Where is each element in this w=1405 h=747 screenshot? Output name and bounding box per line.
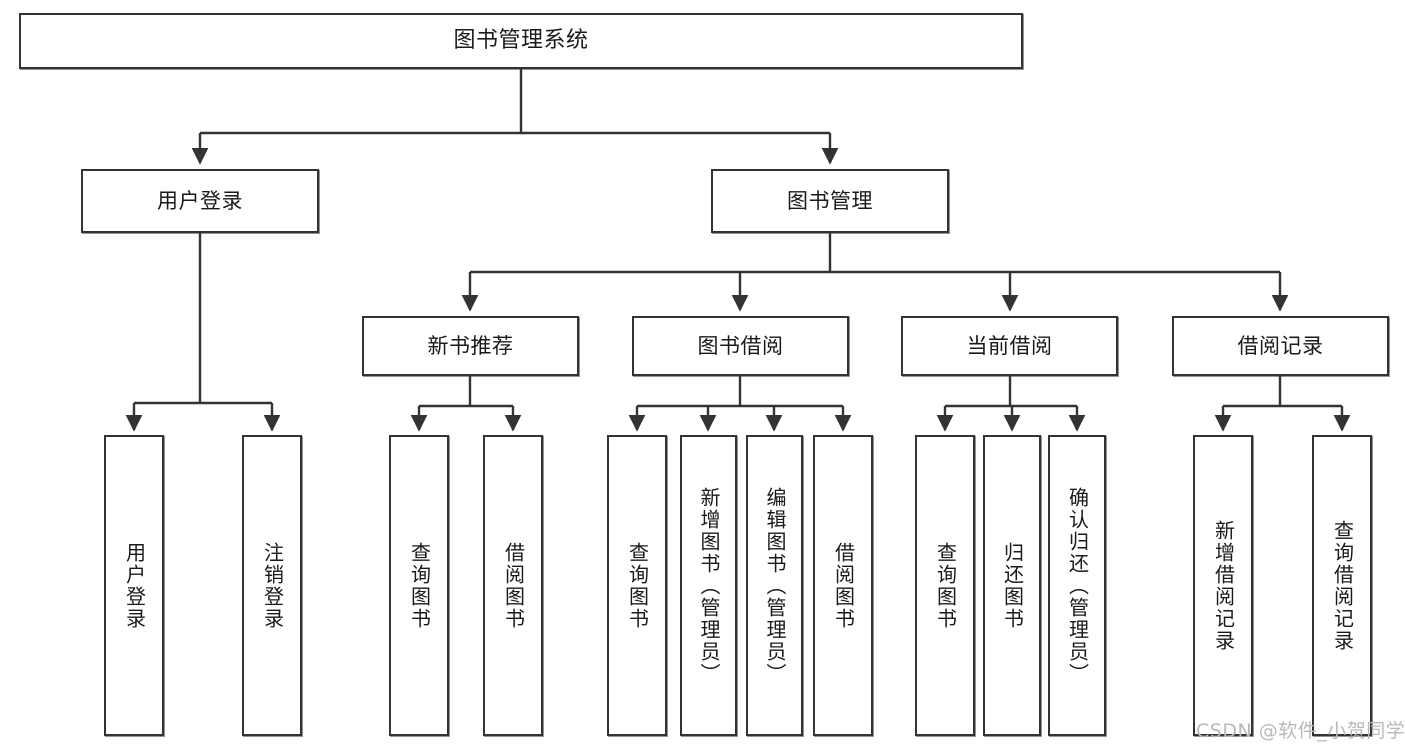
node-user-login[interactable]: 用户登录 <box>81 169 319 233</box>
node-current-borrow[interactable]: 当前借阅 <box>901 316 1118 376</box>
node-leaf-return-book-label: 归还图书 <box>1000 541 1025 630</box>
node-leaf-query-book-2[interactable]: 查询图书 <box>607 435 667 736</box>
node-leaf-query-book-1[interactable]: 查询图书 <box>389 435 449 736</box>
node-leaf-user-login-label: 用户登录 <box>122 541 147 630</box>
node-leaf-return-book[interactable]: 归还图书 <box>983 435 1041 736</box>
node-borrow-record-label: 借阅记录 <box>1237 333 1324 358</box>
node-leaf-logout-label: 注销登录 <box>260 541 285 630</box>
node-book-manage-label: 图书管理 <box>787 188 873 213</box>
csdn-watermark: CSDN @软件_小贺同学 <box>1196 720 1405 742</box>
node-leaf-query-book-1-label: 查询图书 <box>407 541 432 630</box>
node-leaf-add-record-label: 新增借阅记录 <box>1211 519 1236 652</box>
node-leaf-edit-book[interactable]: 编辑图书（管理员） <box>746 435 803 736</box>
node-book-borrow-label: 图书借阅 <box>697 333 784 358</box>
node-leaf-query-book-3-label: 查询图书 <box>933 541 958 630</box>
node-book-manage[interactable]: 图书管理 <box>711 169 949 233</box>
node-leaf-add-book-label: 新增图书（管理员） <box>697 486 721 685</box>
node-leaf-borrow-book-1-label: 借阅图书 <box>501 541 526 630</box>
node-new-book-rec-label: 新书推荐 <box>427 333 514 358</box>
node-current-borrow-label: 当前借阅 <box>966 333 1053 358</box>
node-leaf-add-record[interactable]: 新增借阅记录 <box>1193 435 1253 736</box>
node-book-borrow[interactable]: 图书借阅 <box>632 316 849 376</box>
node-root[interactable]: 图书管理系统 <box>19 13 1023 69</box>
node-leaf-query-book-2-label: 查询图书 <box>625 541 650 630</box>
node-leaf-confirm-return-label: 确认归还（管理员） <box>1065 486 1090 685</box>
node-user-login-label: 用户登录 <box>157 188 243 213</box>
node-borrow-record[interactable]: 借阅记录 <box>1172 316 1389 376</box>
node-leaf-query-record-label: 查询借阅记录 <box>1330 519 1355 652</box>
node-root-label: 图书管理系统 <box>453 28 589 54</box>
node-leaf-borrow-book-2[interactable]: 借阅图书 <box>813 435 873 736</box>
node-leaf-edit-book-label: 编辑图书（管理员） <box>763 486 787 685</box>
node-leaf-confirm-return[interactable]: 确认归还（管理员） <box>1048 435 1106 736</box>
node-leaf-borrow-book-1[interactable]: 借阅图书 <box>483 435 543 736</box>
node-new-book-rec[interactable]: 新书推荐 <box>362 316 579 376</box>
node-leaf-query-record[interactable]: 查询借阅记录 <box>1312 435 1372 736</box>
node-leaf-query-book-3[interactable]: 查询图书 <box>915 435 975 736</box>
node-leaf-logout[interactable]: 注销登录 <box>242 435 302 736</box>
node-leaf-user-login[interactable]: 用户登录 <box>104 435 164 736</box>
node-leaf-add-book[interactable]: 新增图书（管理员） <box>680 435 737 736</box>
node-leaf-borrow-book-2-label: 借阅图书 <box>831 541 856 630</box>
